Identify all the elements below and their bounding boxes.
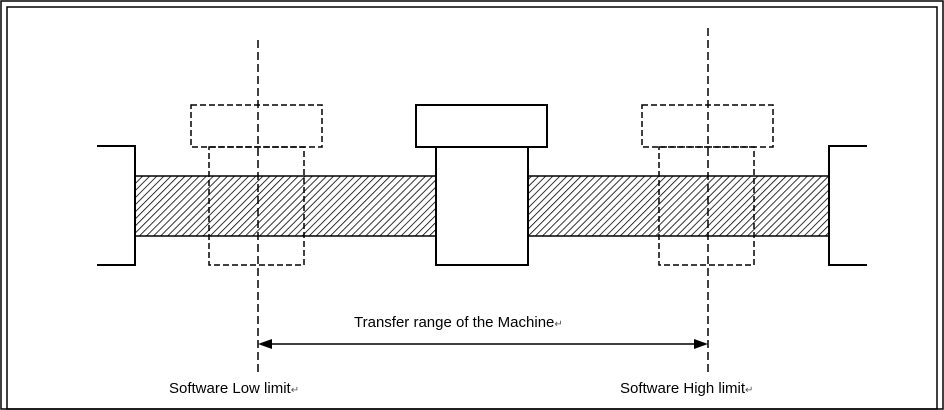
- left-end-stop: [97, 145, 136, 266]
- inner-border: [6, 6, 938, 410]
- low-limit-ghost-body: [208, 146, 305, 266]
- low-limit-ghost-top: [190, 104, 323, 148]
- software-high-limit-label: Software High limit↵: [620, 380, 753, 397]
- carriage-top-block: [415, 104, 548, 148]
- carriage-body: [435, 146, 529, 266]
- high-limit-ghost-body: [658, 146, 755, 266]
- software-low-limit-label: Software Low limit↵: [169, 380, 299, 397]
- rail-right-section: [527, 175, 830, 237]
- right-end-stop: [828, 145, 867, 266]
- transfer-range-label: Transfer range of the Machine↵: [354, 314, 563, 331]
- rail-left-section: [134, 175, 437, 237]
- transfer-range-arrowhead-left: [258, 339, 272, 349]
- transfer-range-arrowhead-right: [694, 339, 708, 349]
